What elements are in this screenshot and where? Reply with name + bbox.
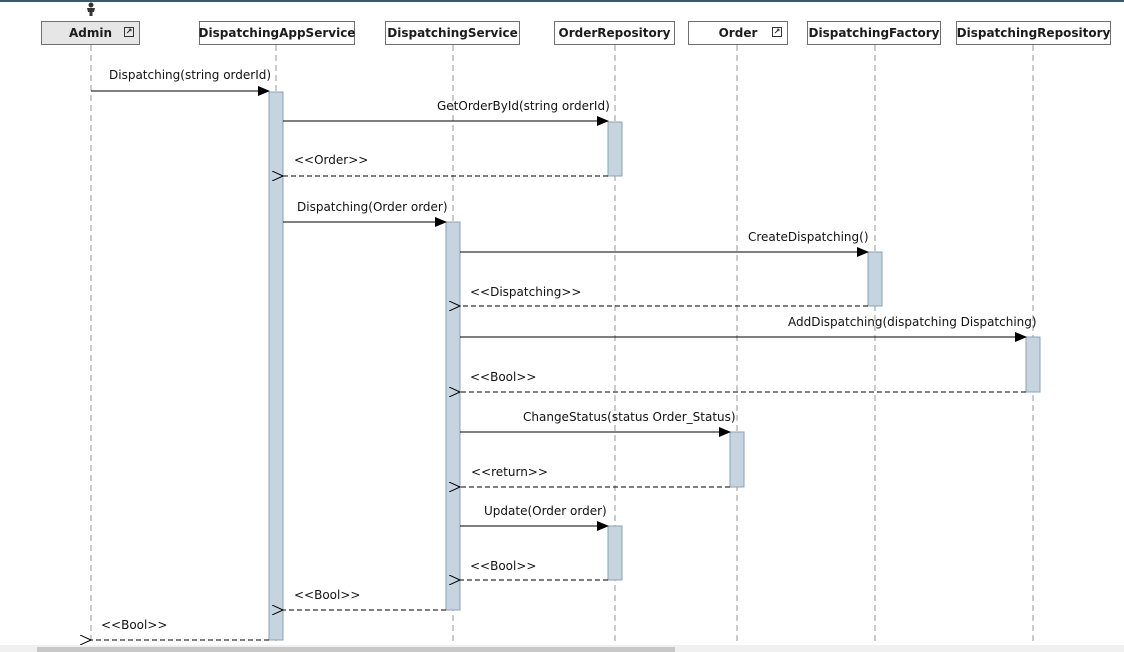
message-label: <<Bool>> xyxy=(470,370,537,384)
link-arrow-icon[interactable]: ↗ xyxy=(772,27,782,37)
participant-label: DispatchingRepository xyxy=(956,26,1111,40)
message-label: Update(Order order) xyxy=(484,504,607,518)
activation-bar-svc xyxy=(445,221,461,611)
participant-label: Order xyxy=(718,26,758,40)
message-label: ChangeStatus(status Order_Status) xyxy=(523,410,736,424)
message-label: <<Bool>> xyxy=(294,588,361,602)
participant-dispatching-repository[interactable]: DispatchingRepository xyxy=(956,21,1111,45)
participant-order-repository[interactable]: OrderRepository xyxy=(554,21,675,45)
activation-bar-orepo xyxy=(607,525,623,581)
message-label: <<Dispatching>> xyxy=(470,285,582,299)
message-label: Dispatching(string orderId) xyxy=(109,68,272,82)
message-label: <<Bool>> xyxy=(470,559,537,573)
link-arrow-icon[interactable]: ↗ xyxy=(124,27,134,37)
participant-label: OrderRepository xyxy=(558,26,671,40)
activation-bar-app xyxy=(268,91,284,641)
participant-dispatching-app-service[interactable]: DispatchingAppService xyxy=(199,21,355,45)
message-label: AddDispatching(dispatching Dispatching) xyxy=(788,315,1037,329)
participant-admin[interactable]: Admin ↗ xyxy=(41,21,140,45)
lifelines xyxy=(90,45,1034,645)
message-arrows xyxy=(91,86,1027,640)
message-label: GetOrderById(string orderId) xyxy=(437,99,610,113)
message-label: CreateDispatching() xyxy=(748,230,869,244)
participant-dispatching-factory[interactable]: DispatchingFactory xyxy=(807,21,941,45)
message-label: Dispatching(Order order) xyxy=(297,200,448,214)
scrollbar-thumb[interactable] xyxy=(37,647,675,652)
participant-label: DispatchingService xyxy=(387,26,518,40)
message-label: <<Order>> xyxy=(294,153,369,167)
activation-bar-order xyxy=(729,431,745,488)
activations xyxy=(268,91,1041,641)
participant-order[interactable]: Order ↗ xyxy=(688,21,788,45)
activation-bar-orepo xyxy=(607,121,623,177)
participant-dispatching-service[interactable]: DispatchingService xyxy=(385,21,520,45)
message-label: <<return>> xyxy=(471,465,548,479)
message-label: <<Bool>> xyxy=(101,618,168,632)
top-border xyxy=(0,0,1124,2)
participant-label: DispatchingFactory xyxy=(808,26,940,40)
participant-label: DispatchingAppService xyxy=(198,26,356,40)
actor-person-icon xyxy=(87,2,95,16)
activation-bar-drepo xyxy=(1025,336,1041,393)
activation-bar-factory xyxy=(867,251,883,307)
participant-label: Admin xyxy=(68,26,113,40)
